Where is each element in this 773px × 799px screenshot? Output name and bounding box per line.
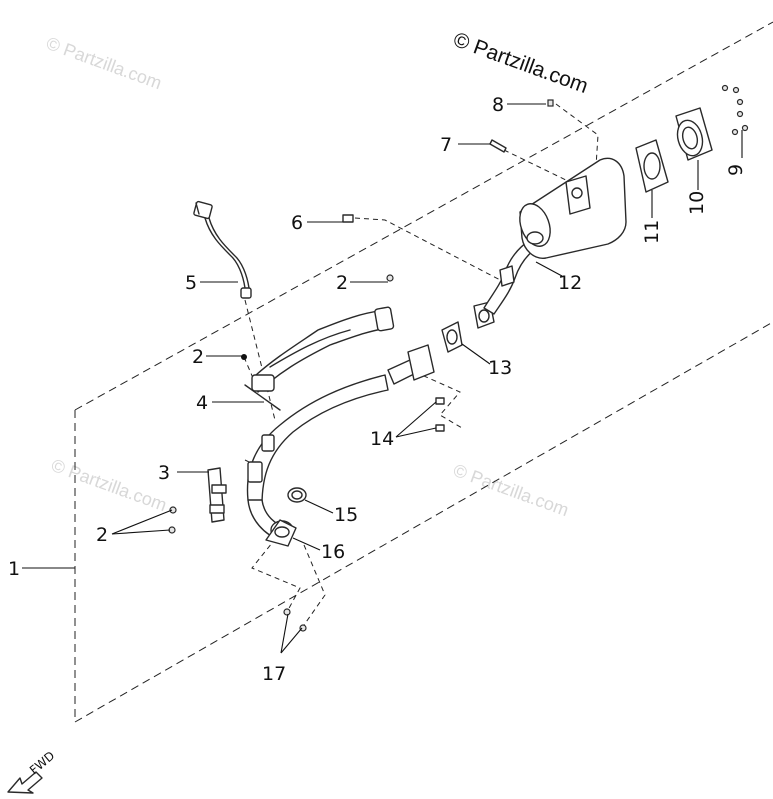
watermark-top-left: © Partzilla.com <box>44 33 165 93</box>
callout-2-lower: 2 <box>96 524 108 546</box>
header-pipe-part <box>244 306 395 411</box>
callout-4: 4 <box>196 392 208 414</box>
muffler-part <box>483 157 627 315</box>
front-pipe-part <box>246 344 435 547</box>
callout-9: 9 <box>725 164 747 176</box>
callout-16: 16 <box>321 541 345 563</box>
callout-2-mid: 2 <box>192 346 204 368</box>
watermark-mid-right: © Partzilla.com <box>451 460 572 520</box>
bracket-part <box>207 467 227 523</box>
callout-10: 10 <box>686 191 708 215</box>
callout-6: 6 <box>291 212 303 234</box>
fasteners <box>168 99 554 632</box>
tailpipe-bolts <box>721 84 749 136</box>
callout-17: 17 <box>262 663 286 685</box>
tailpipe-part <box>675 107 713 161</box>
callout-8: 8 <box>492 94 504 116</box>
oxygen-sensor-part <box>193 200 252 299</box>
gasket-ring-part <box>287 487 307 503</box>
callout-15: 15 <box>334 504 358 526</box>
callout-13: 13 <box>488 357 512 379</box>
callout-leaders <box>22 103 743 654</box>
callout-12: 12 <box>558 272 582 294</box>
assembly-outline <box>74 21 773 723</box>
muffler-gasket-part <box>635 139 669 193</box>
fwd-label: FWD <box>27 749 57 778</box>
callout-numbers: 1 2 2 2 3 4 5 6 7 8 9 10 11 12 13 14 15 … <box>8 94 747 685</box>
callout-5: 5 <box>185 272 197 294</box>
forward-direction-indicator: FWD <box>7 749 57 794</box>
callout-2-upper: 2 <box>336 272 348 294</box>
callout-14: 14 <box>370 428 394 450</box>
callout-7: 7 <box>440 134 452 156</box>
copyright-notice: © Partzilla.com <box>450 28 591 98</box>
callout-1: 1 <box>8 558 20 580</box>
watermark-mid-left: © Partzilla.com <box>49 455 170 515</box>
callout-11: 11 <box>641 220 663 244</box>
callout-3: 3 <box>158 462 170 484</box>
